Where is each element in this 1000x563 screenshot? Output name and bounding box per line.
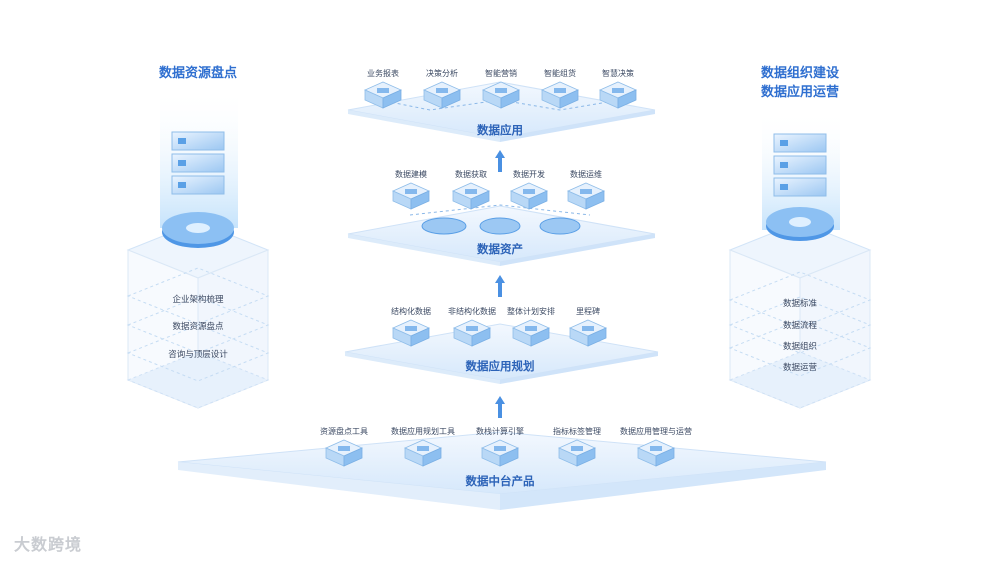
cube-icon bbox=[482, 81, 520, 109]
right-column-title-line2: 数据应用运营 bbox=[760, 85, 840, 100]
up-arrow-icon bbox=[495, 396, 505, 418]
up-arrow-icon bbox=[495, 150, 505, 172]
cube-icon bbox=[569, 319, 607, 347]
right-item: 数据标准 bbox=[782, 299, 818, 309]
left-server-icon bbox=[171, 131, 225, 195]
cube-icon bbox=[404, 439, 442, 467]
cube-icon bbox=[599, 81, 637, 109]
app-item: 智能组货 bbox=[544, 69, 576, 78]
right-server-icon bbox=[773, 133, 827, 197]
plan-item: 非结构化数据 bbox=[448, 307, 496, 316]
cube-icon bbox=[364, 81, 402, 109]
cube-icon bbox=[423, 81, 461, 109]
asset-blocks bbox=[421, 217, 581, 235]
layer-label-platform: 数据中台产品 bbox=[465, 474, 535, 488]
layer-label-plan: 数据应用规划 bbox=[465, 359, 535, 373]
asset-item: 数据获取 bbox=[455, 170, 487, 179]
cube-icon bbox=[510, 182, 548, 210]
plan-item: 整体计划安排 bbox=[507, 307, 555, 316]
asset-item: 数据建模 bbox=[395, 170, 427, 179]
left-column-graphic bbox=[126, 88, 270, 409]
left-item: 数据资源盘点 bbox=[172, 322, 224, 332]
left-gear-icon bbox=[162, 212, 234, 248]
cube-icon bbox=[637, 439, 675, 467]
platform-item: 资源盘点工具 bbox=[320, 427, 368, 436]
left-item: 企业架构梳理 bbox=[172, 295, 224, 305]
right-item: 数据组织 bbox=[782, 342, 818, 352]
cube-icon bbox=[541, 81, 579, 109]
cube-icon bbox=[392, 182, 430, 210]
watermark-logo: 大数跨境 bbox=[14, 531, 82, 555]
cube-icon bbox=[392, 319, 430, 347]
platform-item: 数据应用规划工具 bbox=[391, 427, 455, 436]
asset-item: 数据开发 bbox=[513, 170, 545, 179]
right-gear-icon bbox=[766, 207, 834, 241]
plan-item: 里程碑 bbox=[576, 307, 600, 316]
platform-item: 数据应用管理与运营 bbox=[620, 427, 692, 436]
plane-assets bbox=[347, 205, 656, 266]
cube-icon bbox=[558, 439, 596, 467]
up-arrow-icon bbox=[495, 275, 505, 297]
platform-item: 指标标签管理 bbox=[553, 427, 601, 436]
platform-item: 数栈计算引擎 bbox=[476, 427, 524, 436]
app-item: 智能营销 bbox=[485, 69, 517, 78]
right-item: 数据流程 bbox=[782, 321, 818, 331]
right-column-graphic bbox=[728, 110, 872, 409]
layer-label-assets: 数据资产 bbox=[477, 242, 523, 256]
cube-icon bbox=[567, 182, 605, 210]
app-item: 决策分析 bbox=[426, 69, 458, 78]
layer-label-app: 数据应用 bbox=[477, 123, 523, 137]
app-item: 智慧决策 bbox=[602, 69, 634, 78]
app-item: 业务报表 bbox=[367, 69, 399, 78]
right-column-title-line1: 数据组织建设 bbox=[760, 66, 840, 81]
cube-icon bbox=[453, 319, 491, 347]
cube-icon bbox=[481, 439, 519, 467]
cube-icon bbox=[452, 182, 490, 210]
left-item: 咨询与顶层设计 bbox=[168, 350, 228, 360]
plan-item: 结构化数据 bbox=[391, 307, 431, 316]
cube-icon bbox=[325, 439, 363, 467]
right-item: 数据运营 bbox=[782, 363, 818, 373]
cube-icon bbox=[512, 319, 550, 347]
left-column-title: 数据资源盘点 bbox=[158, 66, 238, 81]
asset-item: 数据运维 bbox=[570, 170, 602, 179]
watermark-text: 大数跨境 bbox=[14, 535, 83, 554]
